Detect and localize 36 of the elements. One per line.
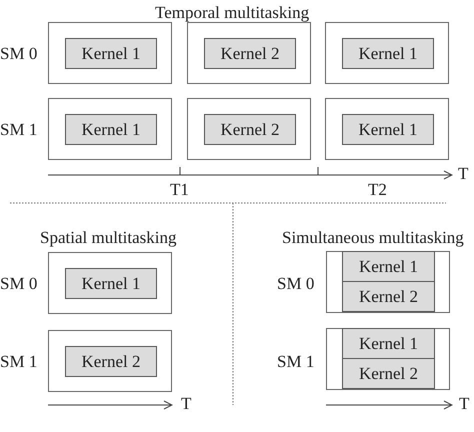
kernel-box: Kernel 2 <box>65 346 157 377</box>
sm-slot-box <box>325 98 449 160</box>
kernel-box: Kernel 1 <box>342 114 434 145</box>
section-title: Temporal multitasking <box>155 3 310 23</box>
sm-slot-box <box>187 22 311 84</box>
row-label: SM 0 <box>277 274 314 294</box>
sm-slot-box <box>48 252 172 314</box>
kernel-box: Kernel 2 <box>342 358 435 389</box>
kernel-box: Kernel 1 <box>65 38 157 69</box>
section-title: Spatial multitasking <box>40 228 176 248</box>
row-label: SM 0 <box>0 44 38 64</box>
tick-label: T1 <box>170 180 189 200</box>
section-title: Simultaneous multitasking <box>282 228 464 248</box>
row-label: SM 1 <box>0 352 38 372</box>
row-label: SM 1 <box>277 352 314 372</box>
tick-label: T2 <box>368 180 387 200</box>
sm-slot-box <box>325 22 449 84</box>
sm-slot-box <box>326 251 450 313</box>
axis-label: T <box>459 394 470 414</box>
kernel-box: Kernel 2 <box>204 114 296 145</box>
kernel-box: Kernel 1 <box>65 268 157 299</box>
row-label: SM 1 <box>0 120 38 140</box>
kernel-box: Kernel 1 <box>342 251 435 282</box>
sm-slot-box <box>48 22 172 84</box>
kernel-box: Kernel 2 <box>342 281 435 312</box>
kernel-box: Kernel 1 <box>342 38 434 69</box>
kernel-box: Kernel 1 <box>65 114 157 145</box>
row-label: SM 0 <box>0 274 38 294</box>
kernel-box: Kernel 2 <box>204 38 296 69</box>
sm-slot-box <box>48 98 172 160</box>
sm-slot-box <box>187 98 311 160</box>
sm-slot-box <box>48 330 172 392</box>
axis-label: T <box>181 394 192 414</box>
sm-slot-box <box>326 328 450 390</box>
kernel-box: Kernel 1 <box>342 328 435 359</box>
axis-label: T <box>458 164 468 184</box>
